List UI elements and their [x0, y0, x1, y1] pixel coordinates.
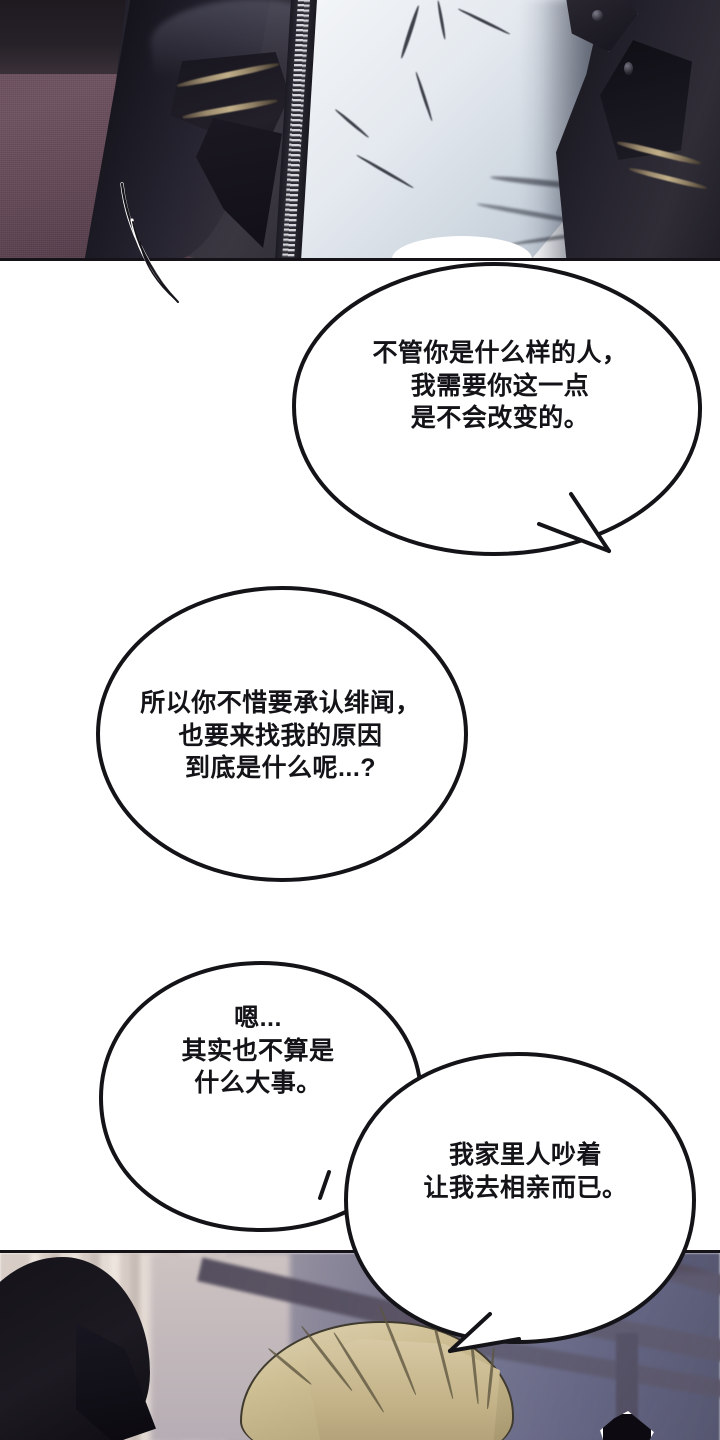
speech-bubble-2	[96, 586, 468, 882]
hair-strands-overhang	[120, 182, 179, 303]
speech-bubble-3-text: 嗯... 其实也不算是 什么大事。	[181, 1004, 335, 1097]
collar-stud-icon	[592, 10, 603, 21]
window-post	[616, 1333, 638, 1440]
comic-panel-top	[0, 0, 720, 261]
speech-bubble-4	[343, 1051, 697, 1353]
speech-bubble-2-text: 所以你不惜要承认绯闻， 也要来找我的原因 到底是什么呢...?	[140, 689, 421, 782]
speech-bubble-1	[291, 261, 703, 557]
foreground-head-peek	[392, 236, 532, 258]
speech-bubble-1-text: 不管你是什么样的人， 我需要你这一点 是不会改变的。	[372, 339, 628, 432]
lapel-stud-icon	[624, 62, 633, 75]
speech-bubble-3	[98, 960, 424, 1233]
speech-bubble-4-text: 我家里人吵着 让我去相亲而已。	[423, 1141, 628, 1202]
